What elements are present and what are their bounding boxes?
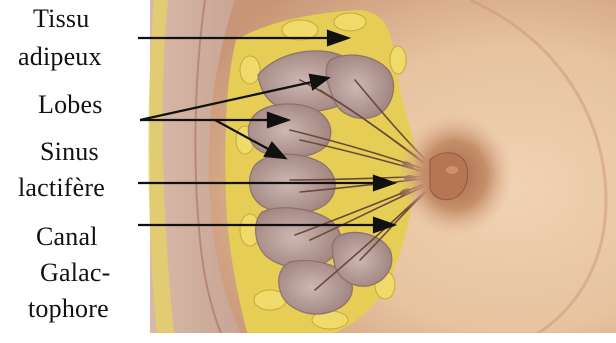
- label-sinus: Sinus: [40, 137, 99, 167]
- label-tophore: tophore: [28, 294, 109, 324]
- label-tissu: Tissu: [33, 4, 89, 34]
- label-adipeux: adipeux: [18, 42, 102, 72]
- label-canal: Canal: [36, 222, 98, 252]
- label-lactifere: lactifère: [18, 173, 105, 203]
- nipple: [430, 153, 468, 200]
- label-lobes: Lobes: [38, 90, 103, 120]
- label-galac: Galac-: [40, 258, 110, 288]
